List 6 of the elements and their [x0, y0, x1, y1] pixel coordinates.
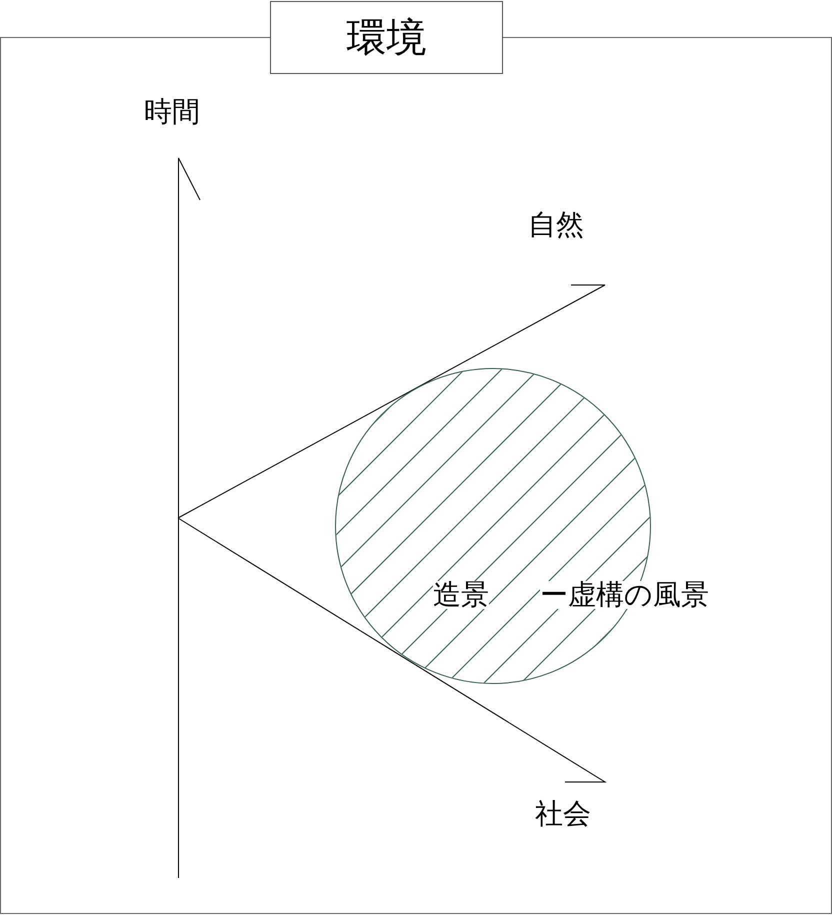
- axis-label: 造景: [433, 581, 489, 609]
- axis-label: ー虚構の風景: [540, 581, 709, 609]
- title-text: 環境: [346, 18, 426, 58]
- axis-label: 時間: [144, 98, 200, 126]
- axis-label: 社会: [535, 800, 591, 828]
- title-box: [270, 1, 503, 74]
